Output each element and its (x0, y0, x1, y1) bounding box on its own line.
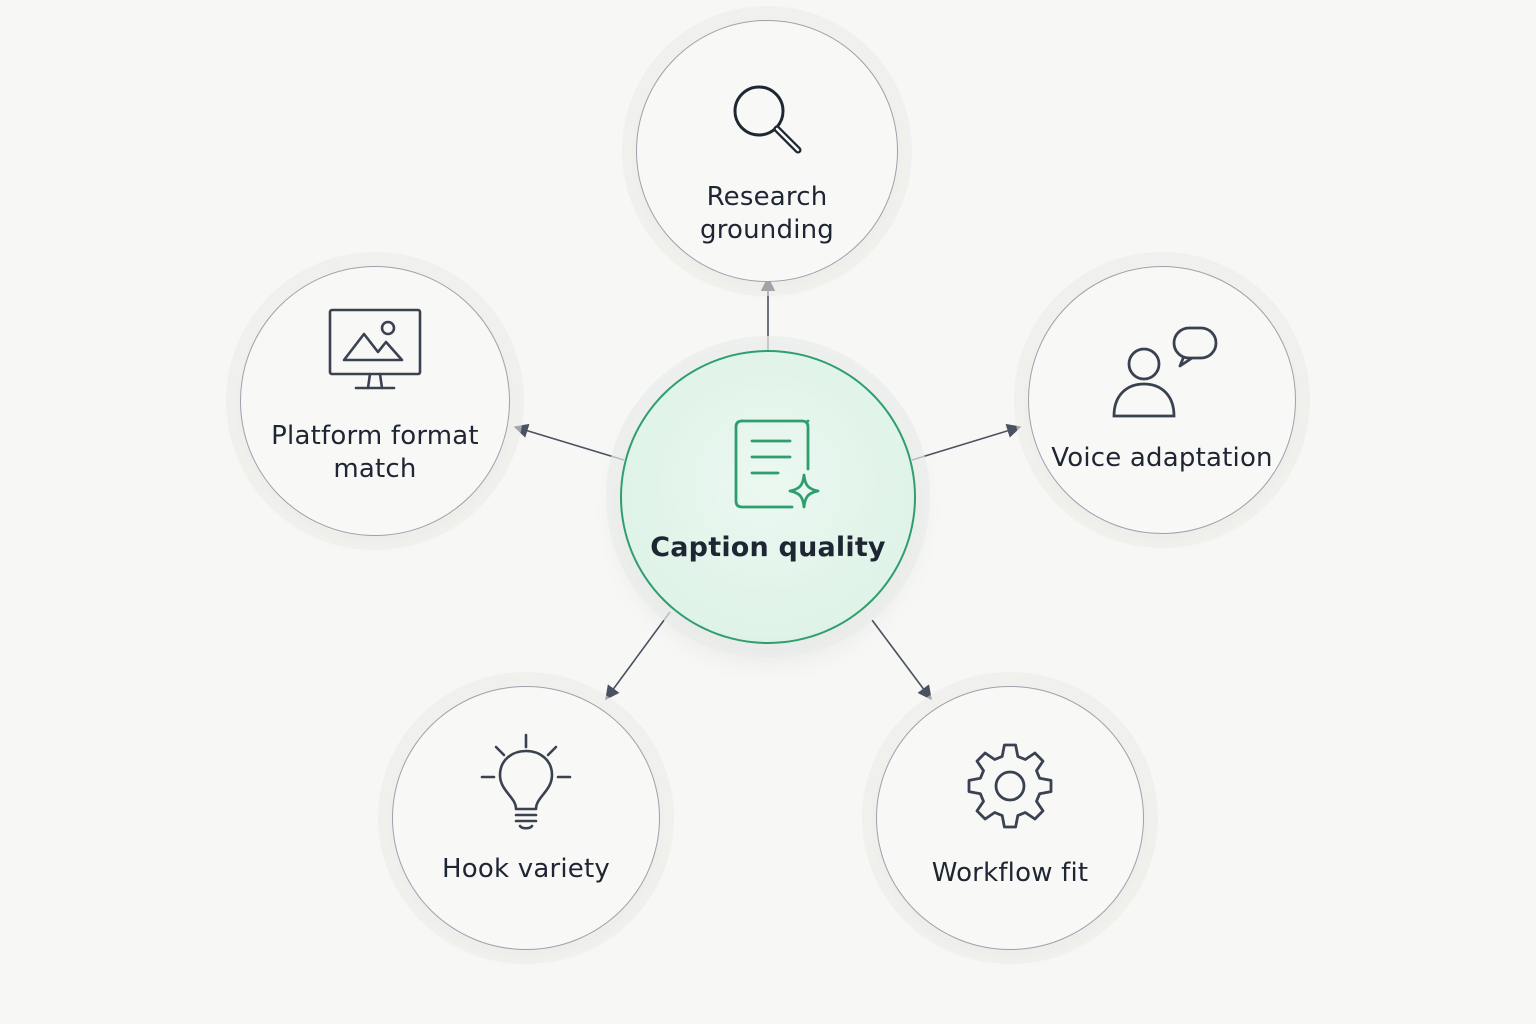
node-platform-format-match: Platform format match (240, 266, 510, 536)
magnifier-icon (725, 79, 809, 163)
lightbulb-icon (478, 733, 574, 831)
node-hook-variety: Hook variety (392, 686, 660, 950)
node-research-grounding: Research grounding (636, 20, 898, 282)
node-label: Research grounding (700, 182, 834, 245)
node-label: Voice adaptation (1051, 442, 1273, 473)
node-label: Platform format match (271, 421, 479, 484)
document-sparkle-icon (728, 419, 824, 511)
connector-voice (911, 423, 1022, 461)
connector-workflow (871, 619, 932, 701)
node-voice-adaptation: Voice adaptation (1028, 266, 1296, 534)
node-caption-quality: Caption quality (620, 350, 916, 644)
center-label: Caption quality (650, 531, 886, 563)
node-workflow-fit: Workflow fit (876, 686, 1144, 950)
connector-platform (513, 423, 625, 461)
node-label: Hook variety (442, 853, 610, 884)
gear-icon (965, 741, 1055, 831)
monitor-image-icon (328, 308, 422, 392)
person-speech-icon (1110, 326, 1220, 418)
connector-hook (605, 611, 671, 701)
node-label: Workflow fit (931, 857, 1089, 888)
